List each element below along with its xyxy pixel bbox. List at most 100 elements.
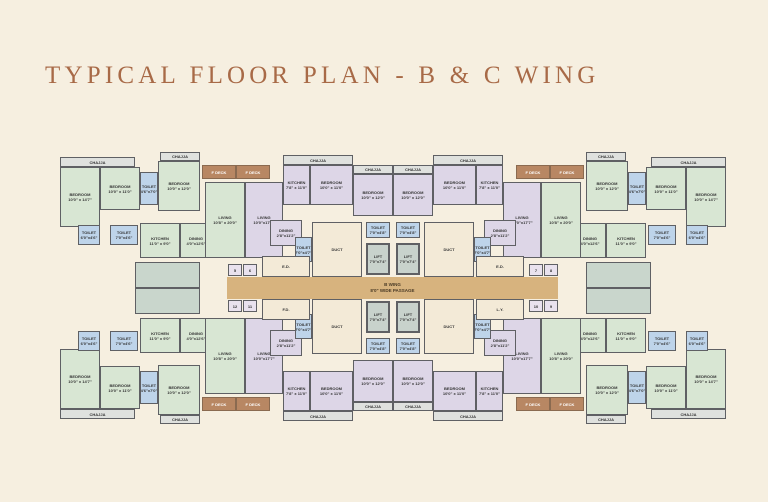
room-name: TOILET [654,230,670,235]
room-dimensions: 10'0" x 11'0" [319,391,344,396]
room-name: 10 [533,303,539,309]
room-name: TOILET [654,336,670,341]
room-dimensions: 7'0"x7'4" [399,259,417,264]
room-dimensions: 7'8" x 11'0" [285,185,308,190]
passage-width-label: 8'0" WIDE PASSAGE [370,288,415,293]
room-name: CHAJJA [309,413,326,419]
room-dimensions: 7'0"x4'7" [295,326,312,332]
room-dimensions: 10'0" x 12'0" [401,195,425,200]
room-name: BEDROOM [695,374,717,379]
room-name: TOILET [475,321,490,327]
room-dimensions: 4'0"x12'6" [186,240,206,246]
bottom-right-f-deck: F DECK [550,397,584,411]
top-right-chajja: CHAJJA [433,155,503,165]
room-dimensions: 10'8" x 20'0" [549,356,573,361]
room-name: F.D. [282,307,290,312]
room-name: TOILET [475,244,490,250]
room-dimensions: 4'0"x12'6" [186,335,206,341]
room-name: F DECK [211,401,227,407]
bottom-right-l-y: L.Y. [476,299,524,320]
room-name: BEDROOM [109,382,131,388]
room-dimensions: 10'0" x 11'0" [654,387,678,393]
top-right-7: 7 [529,264,543,276]
room-dimensions: 10'8" x 20'0" [213,220,237,225]
room-name: CHAJJA [309,157,326,163]
top-left-chajja: CHAJJA [283,155,353,165]
room-name: DINING [583,330,597,336]
passage-wing-label: B WING [384,282,401,287]
room-dimensions: 6'0"x4'6" [688,235,706,240]
room-dimensions: 10'0" x 14'7" [694,197,718,202]
room-dimensions: 10'0" x 11'0" [108,387,132,393]
room-name: TOILET [296,244,311,250]
room-name: CHAJJA [171,154,188,159]
bottom-left-chajja: CHAJJA [160,415,200,424]
room-name: CHAJJA [404,404,421,409]
room-name: TOILET [400,341,416,346]
room-name: 6 [248,267,252,273]
room-name: KITCHEN [617,235,635,241]
room-dimensions: 7'0"x4'7" [474,326,491,332]
room-name: 5 [233,267,237,273]
room-dimensions: 7'0"x4'8" [369,346,387,351]
room-name: BEDROOM [655,183,677,189]
room-name: 7 [534,267,538,273]
room-dimensions: 7'0"x7'4" [399,317,417,322]
room-dimensions: 10'0" x 12'0" [595,390,619,395]
top-left-5: 5 [228,264,242,276]
room-name: LIFT [403,312,413,317]
room-dimensions: 10'0" x 11'0" [442,391,467,396]
room-dimensions: 10'0"x17'7" [253,356,275,361]
room-name: DUCT [443,324,455,329]
top-right-duct: DUCT [424,222,474,277]
room-dimensions: 10'0" x 12'0" [167,390,191,395]
bottom-right-stair [586,288,651,314]
top-right-chajja: CHAJJA [586,152,626,161]
room-name: TOILET [81,230,97,235]
top-left-duct: DUCT [312,222,362,277]
room-name: BEDROOM [444,386,465,391]
room-name: CHAJJA [680,159,697,165]
bottom-right-chajja: CHAJJA [433,411,503,421]
room-dimensions: 7'8" x 11'0" [285,391,308,396]
room-dimensions: 10'0" x 11'0" [319,185,344,190]
room-name: LIFT [373,312,383,317]
room-name: DUCT [331,247,343,252]
bottom-right-10: 10 [529,300,543,312]
room-name: LIVING [218,215,232,220]
room-dimensions: 4'0"x12'6" [580,335,600,341]
room-name: BEDROOM [402,376,424,381]
room-name: BEDROOM [109,183,131,189]
room-dimensions: 10'8" x 20'0" [549,220,573,225]
room-dimensions: 7'0"x7'4" [369,317,387,322]
room-name: DINING [583,235,597,241]
room-dimensions: 6'0"x4'6" [80,341,98,346]
room-dimensions: 2'8"x11'2" [276,233,296,238]
room-dimensions: 7'0"x4'8" [399,230,417,235]
room-name: KITCHEN [480,386,499,391]
bottom-left-11: 11 [243,300,257,312]
